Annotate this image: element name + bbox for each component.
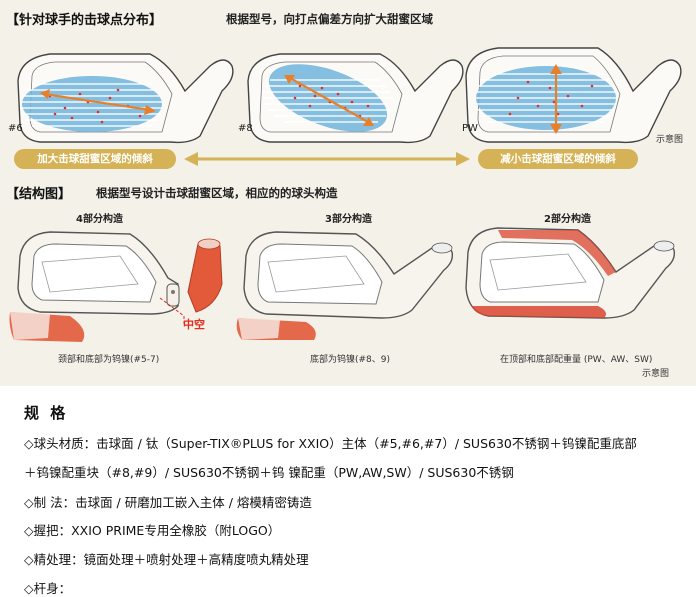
spec-line-finish: ◇精处理：镜面处理＋喷射处理＋高精度喷丸精处理 xyxy=(24,552,309,567)
decrease-tilt-label: 减小击球甜蜜区域的倾斜 xyxy=(478,149,638,169)
club-label-8: #8 xyxy=(238,123,253,134)
three-piece-structure-diagram xyxy=(236,231,454,340)
spec-line-head-material: ◇球头材质：击球面 / 钛（Super-TIX®PLUS for XXIO）主体… xyxy=(24,436,637,451)
caption-4-piece: 颈部和底部为钨镍(#5-7) xyxy=(58,355,160,365)
four-piece-structure-diagram xyxy=(9,231,223,342)
hollow-label: 中空 xyxy=(183,318,205,331)
distribution-subtitle: 根据型号，向打点偏差方向扩大甜蜜区域 xyxy=(226,12,433,26)
header-2-piece: 2部分构造 xyxy=(544,214,591,225)
schematic-note-1: 示意图 xyxy=(656,135,684,145)
spec-line-head-material-cont: ＋钨镍配重块（#8,#9）/ SUS630不锈钢＋钨 镍配重（PW,AW,SW）… xyxy=(24,465,514,480)
increase-tilt-label: 加大击球甜蜜区域的倾斜 xyxy=(14,149,176,169)
iron-head-6-diagram xyxy=(17,53,234,144)
two-piece-structure-diagram xyxy=(465,227,676,319)
distribution-title: 【针对球手的击球点分布】 xyxy=(6,13,163,28)
iron-head-8-diagram xyxy=(247,53,464,144)
schematic-note-2: 示意图 xyxy=(642,369,670,379)
caption-2-piece: 在顶部和底部配重量 (PW、AW、SW) xyxy=(500,355,653,365)
structure-title: 【结构图】 xyxy=(6,187,72,202)
header-3-piece: 3部分构造 xyxy=(325,214,372,225)
specs-title: 规 格 xyxy=(24,404,69,422)
spec-line-method: ◇制 法：击球面 / 研磨加工嵌入主体 / 熔模精密铸造 xyxy=(24,495,312,510)
spec-line-shaft: ◇杆身： xyxy=(24,581,72,596)
iron-head-pw-diagram xyxy=(465,47,682,144)
double-arrow-icon xyxy=(184,152,470,166)
header-4-piece: 4部分构造 xyxy=(76,214,123,225)
structure-subtitle: 根据型号设计击球甜蜜区域，相应的的球头构造 xyxy=(96,186,338,200)
club-label-pw: PW xyxy=(462,123,478,134)
spec-line-grip: ◇握把：XXIO PRIME专用全橡胶（附LOGO） xyxy=(24,523,281,538)
club-label-6: #6 xyxy=(8,123,23,134)
caption-3-piece: 底部为钨镍(#8、9) xyxy=(310,355,391,365)
